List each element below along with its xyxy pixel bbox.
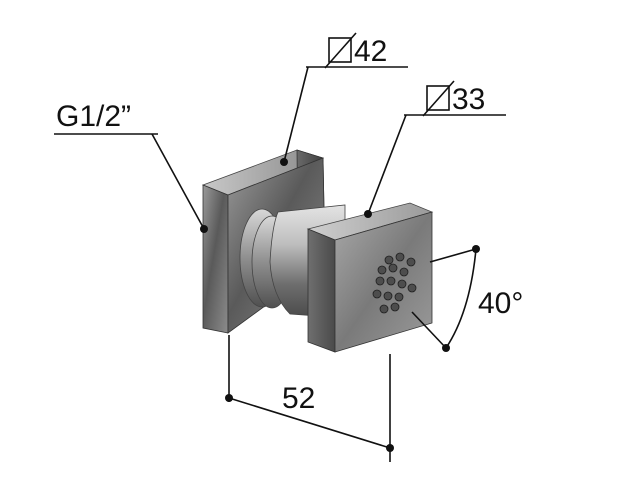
nozzle-cluster	[372, 252, 417, 314]
head-diameter-callout: 33	[364, 80, 506, 218]
angle-dot-bottom	[442, 344, 450, 352]
thread-label: G1/2”	[56, 100, 131, 133]
nozzle	[384, 255, 394, 265]
nozzle	[407, 283, 417, 293]
angle-arc	[445, 248, 477, 349]
angle-extension-bottom	[411, 311, 447, 349]
wall-plate-diameter-callout: 42	[280, 32, 408, 166]
wall-plate-leader	[283, 66, 309, 163]
nozzle	[383, 291, 393, 301]
angle-extension-top	[429, 248, 477, 263]
nozzle	[399, 267, 409, 277]
head-diameter-label: 33	[452, 83, 485, 116]
diameter-icon	[324, 32, 357, 69]
thread-leader	[151, 133, 205, 230]
body-jet	[201, 149, 434, 353]
nozzle	[386, 276, 396, 286]
thread-callout: G1/2”	[54, 100, 208, 233]
nozzle	[388, 263, 398, 273]
length-label: 52	[282, 382, 315, 415]
nozzle	[375, 276, 385, 286]
wall-plate-leader-dot	[280, 158, 288, 166]
spray-head	[306, 202, 434, 353]
spray-head-left	[307, 228, 336, 353]
length-dot-left	[225, 394, 233, 402]
nozzle	[406, 257, 416, 267]
nozzle	[397, 279, 407, 289]
angle-dot-top	[472, 245, 480, 253]
nozzle	[390, 302, 400, 312]
nozzle	[377, 265, 387, 275]
thread-leader-dot	[200, 225, 208, 233]
diameter-icon	[422, 80, 455, 117]
wall-plate-diameter-label: 42	[354, 35, 387, 68]
nozzle	[379, 304, 389, 314]
angle-callout: 40°	[411, 245, 523, 352]
nozzle	[394, 292, 404, 302]
nozzle	[395, 252, 405, 262]
head-leader	[367, 114, 407, 215]
length-dot-right	[386, 444, 394, 452]
wall-plate-front	[202, 184, 229, 334]
nozzle	[372, 289, 382, 299]
length-dimension: 52	[225, 335, 394, 462]
head-leader-dot	[364, 210, 372, 218]
length-dimension-line	[228, 397, 391, 449]
angle-label: 40°	[478, 287, 523, 320]
